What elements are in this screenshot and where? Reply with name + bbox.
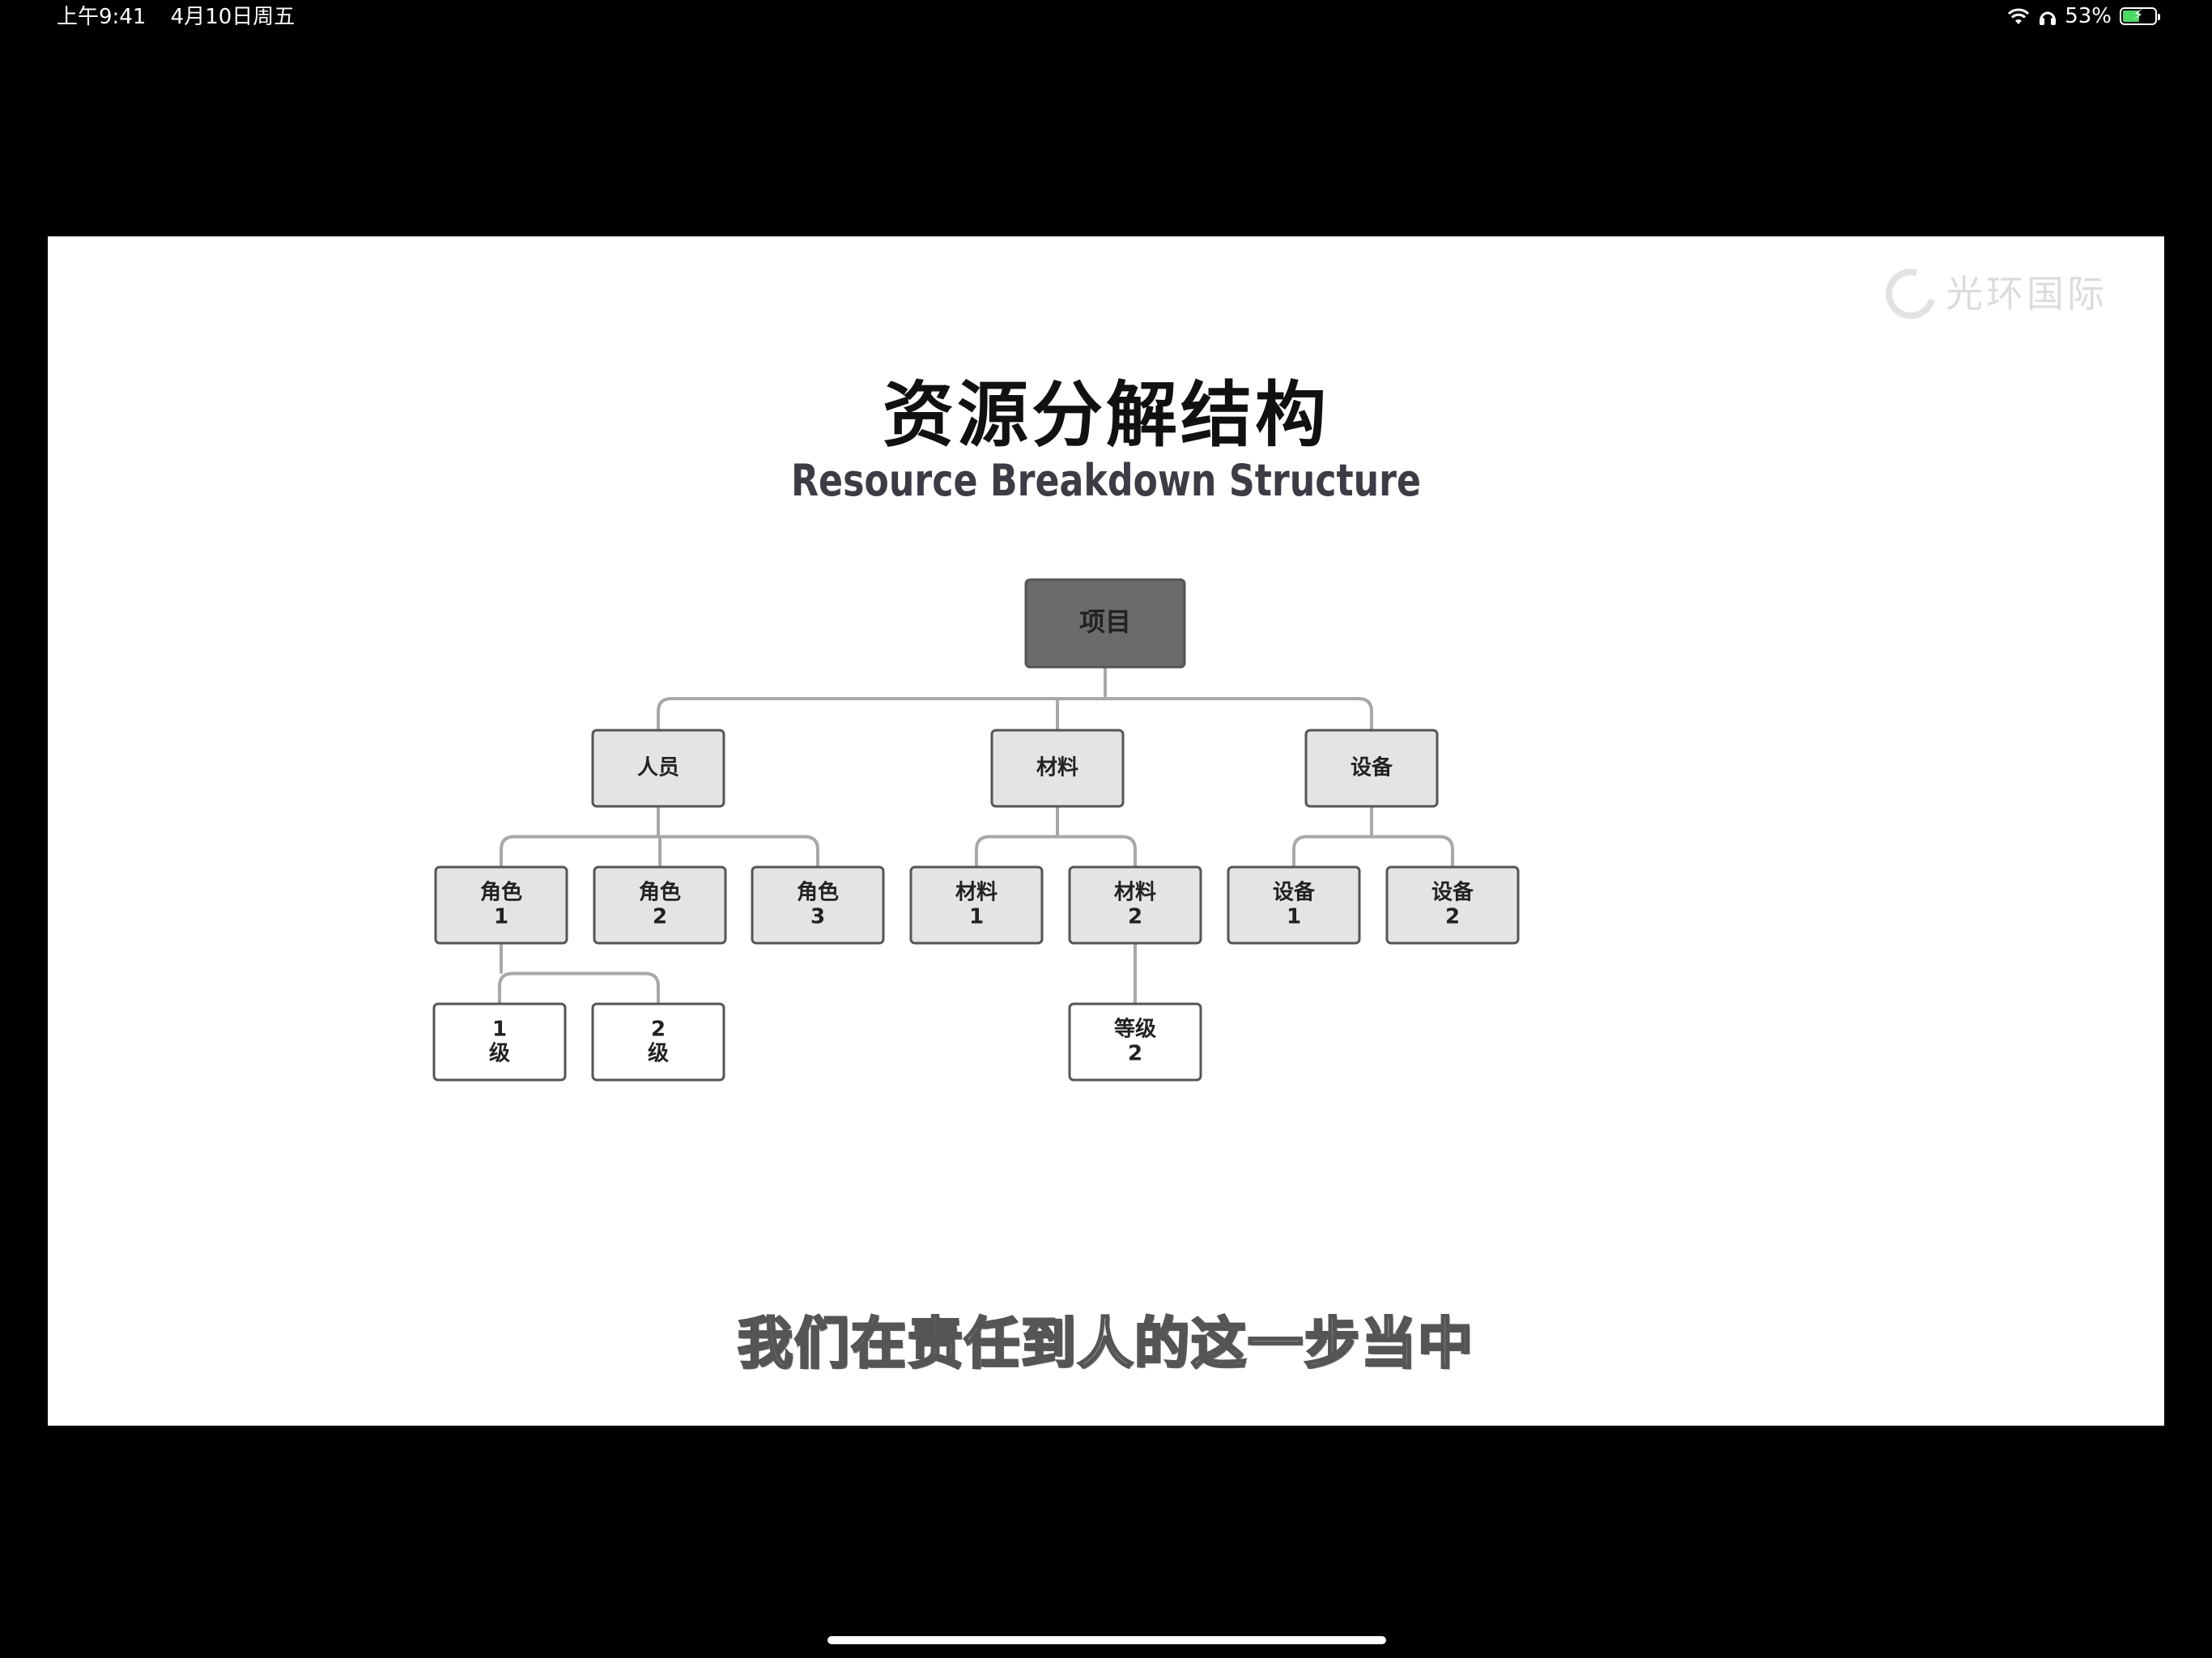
- node-label: 3: [810, 905, 825, 929]
- diagram-node-equipment: 设备: [1304, 729, 1439, 808]
- battery-icon: ⚡: [2120, 6, 2160, 25]
- connector-role1: [498, 943, 660, 1004]
- node-label: 材料: [955, 881, 998, 905]
- diagram-node-role1: 角色1: [434, 865, 568, 945]
- node-box: [909, 865, 1044, 945]
- node-box: [593, 865, 727, 945]
- node-box: [432, 1002, 567, 1082]
- diagram-node-eq1: 设备1: [1227, 865, 1361, 945]
- diagram-node-lvl2: 2级: [591, 1002, 725, 1082]
- watermark-text: 光环国际: [1946, 272, 2108, 316]
- node-label: 级: [648, 1041, 669, 1066]
- status-time: 上午9:41: [57, 5, 147, 29]
- diagram-node-material: 材料: [990, 729, 1125, 808]
- node-label: 材料: [1036, 756, 1078, 780]
- diagram-node-people: 人员: [591, 729, 725, 808]
- slide-title-english: Resource Breakdown Structure: [790, 455, 1422, 506]
- slide-title: 资源分解结构: [882, 373, 1329, 457]
- node-label: 设备: [1431, 881, 1474, 905]
- status-bar-left: 上午9:41 4月10日周五: [57, 3, 313, 31]
- node-label: 材料: [1114, 881, 1156, 905]
- node-label: 1: [494, 905, 508, 929]
- node-box: [990, 729, 1125, 808]
- presentation-slide: 光环国际 资源分解结构 Resource Breakdown Structure…: [48, 236, 2164, 1426]
- node-box: [591, 729, 725, 808]
- node-label: 级: [489, 1041, 510, 1066]
- node-box: [434, 865, 568, 945]
- node-label: 2: [1128, 1042, 1142, 1066]
- node-label: 设备: [1273, 881, 1316, 905]
- diagram-node-grade2: 等级2: [1068, 1002, 1202, 1082]
- headphones-icon: [2040, 11, 2057, 25]
- diagram-node-role3: 角色3: [751, 865, 885, 945]
- wifi-icon: [2008, 8, 2030, 24]
- node-label: 项目: [1079, 606, 1131, 637]
- connector-material: [975, 806, 1137, 867]
- node-label: 角色: [480, 880, 522, 905]
- diagram-node-mat2: 材料2: [1068, 865, 1202, 945]
- node-label: 1: [969, 905, 984, 929]
- node-box: [591, 1002, 725, 1082]
- charging-bolt-icon: ⚡: [2133, 6, 2144, 23]
- node-box: [751, 865, 885, 945]
- node-box: [1227, 865, 1361, 945]
- connector-people: [500, 806, 819, 867]
- diagram-node-root: 项目: [1024, 578, 1186, 669]
- node-label: 2: [1128, 905, 1142, 929]
- node-box: [1068, 865, 1202, 945]
- battery-percent: 53%: [2065, 4, 2112, 28]
- node-label: 角色: [639, 880, 681, 905]
- node-box: [1385, 865, 1520, 945]
- node-label: 2: [651, 1018, 666, 1042]
- node-label: 1: [1287, 905, 1301, 929]
- battery-fill: [2123, 11, 2140, 22]
- status-bar-right: 53% ⚡: [2006, 2, 2160, 31]
- resource-breakdown-diagram: 项目人员材料设备角色1角色2角色3材料1材料2设备1设备21级2级等级2: [432, 578, 1520, 1082]
- node-label: 2: [653, 905, 667, 929]
- node-label: 等级: [1114, 1017, 1156, 1042]
- diagram-node-eq2: 设备2: [1385, 865, 1520, 945]
- node-label: 1: [492, 1018, 507, 1042]
- home-indicator[interactable]: [827, 1636, 1386, 1644]
- video-subtitle: 我们在责任到人的这一步当中: [736, 1312, 1474, 1378]
- diagram-node-role2: 角色2: [593, 865, 727, 945]
- diagram-node-mat1: 材料1: [909, 865, 1044, 945]
- node-label: 角色: [797, 880, 839, 905]
- connector-equipment: [1292, 806, 1454, 867]
- diagram-node-lvl1: 1级: [432, 1002, 567, 1082]
- watermark-logo: 光环国际: [1876, 259, 2108, 329]
- node-box: [1068, 1002, 1202, 1082]
- node-label: 设备: [1351, 756, 1393, 780]
- node-label: 人员: [637, 756, 679, 780]
- connector-root: [657, 667, 1373, 730]
- node-box: [1024, 578, 1186, 669]
- node-label: 2: [1445, 905, 1460, 929]
- status-date: 4月10日周五: [170, 5, 296, 29]
- node-box: [1304, 729, 1439, 808]
